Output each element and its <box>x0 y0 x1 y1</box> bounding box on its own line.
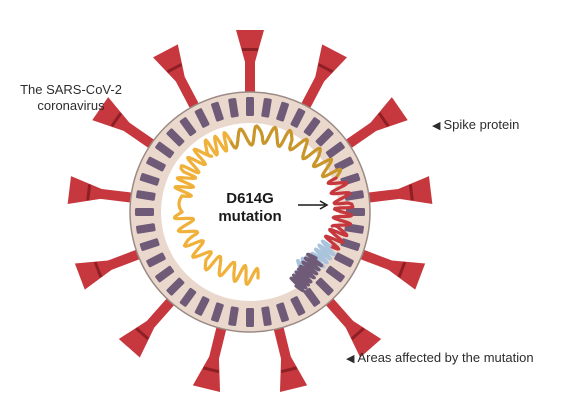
membrane-protein <box>211 302 224 323</box>
virus-name-line1: The SARS-CoV-2 <box>20 82 122 97</box>
membrane-protein <box>179 117 197 137</box>
membrane-protein <box>290 108 306 128</box>
spike-protein-text: Spike protein <box>443 117 520 132</box>
membrane-protein <box>228 306 239 326</box>
spike-protein <box>360 176 433 204</box>
spike-protein-label: ◀Spike protein <box>432 117 519 134</box>
spike-protein <box>67 176 140 204</box>
membrane-protein <box>155 141 175 159</box>
spike-protein <box>297 44 347 116</box>
membrane-protein <box>136 223 156 234</box>
membrane-protein <box>136 190 156 201</box>
membrane-protein <box>276 101 289 122</box>
membrane-protein <box>166 277 185 296</box>
membrane-protein <box>334 252 354 268</box>
rna-coil-segment <box>323 176 355 251</box>
membrane-protein <box>303 287 321 307</box>
membrane-protein <box>228 98 239 118</box>
virus-name-label: The SARS-CoV-2 coronavirus <box>8 82 134 114</box>
spike-proteins <box>67 30 433 393</box>
membrane-protein <box>166 128 185 147</box>
pointer-icon: ◀ <box>346 353 355 365</box>
rna-coil-segment <box>228 124 342 180</box>
membrane-protein <box>276 302 289 323</box>
mutation-label: D614G mutation <box>210 190 290 226</box>
spike-protein <box>192 319 229 393</box>
membrane-protein <box>179 287 197 307</box>
mutation-word: mutation <box>218 208 282 225</box>
membrane-protein <box>246 97 254 116</box>
rna-strand <box>172 124 355 293</box>
viral-interior <box>161 123 339 301</box>
membrane-protein <box>334 156 354 172</box>
spike-protein <box>320 292 382 358</box>
membrane-protein <box>325 265 345 283</box>
membrane-protein <box>290 296 306 316</box>
membrane-protein <box>139 173 160 186</box>
membrane-protein <box>261 98 272 118</box>
rna-coil-segment <box>172 210 260 286</box>
mutation-name: D614G <box>226 190 274 207</box>
spike-protein <box>339 97 408 153</box>
membrane-protein <box>146 252 166 268</box>
virus-name-line2: coronavirus <box>37 98 105 113</box>
membrane-protein <box>340 238 361 251</box>
membrane-protein <box>155 265 175 283</box>
spike-protein <box>271 319 308 393</box>
membrane-proteins <box>135 97 365 327</box>
areas-affected-label: ◀Areas affected by the mutation <box>346 350 534 367</box>
spike-protein <box>236 30 264 100</box>
membrane-protein <box>135 208 154 216</box>
spike-protein <box>92 97 161 153</box>
membrane-protein <box>261 306 272 326</box>
membrane-protein <box>194 108 210 128</box>
membrane-protein <box>246 308 254 327</box>
mutation-arrow <box>298 200 329 210</box>
membrane-protein <box>211 101 224 122</box>
rna-coil-segment <box>173 131 232 198</box>
membrane-protein <box>315 128 334 147</box>
membrane-protein <box>139 238 160 251</box>
pointer-icon: ◀ <box>432 120 441 132</box>
spike-protein <box>352 247 426 290</box>
rna-coil-segment <box>289 252 324 293</box>
membrane-protein <box>194 296 210 316</box>
areas-affected-text: Areas affected by the mutation <box>357 350 534 365</box>
membrane-protein <box>146 156 166 172</box>
membrane-protein <box>303 117 321 137</box>
spike-protein <box>153 44 203 116</box>
spike-protein <box>74 247 148 290</box>
rna-coil-segment <box>177 194 184 214</box>
membrane-protein <box>315 277 334 296</box>
membrane-protein <box>325 141 345 159</box>
spike-protein <box>118 292 180 358</box>
